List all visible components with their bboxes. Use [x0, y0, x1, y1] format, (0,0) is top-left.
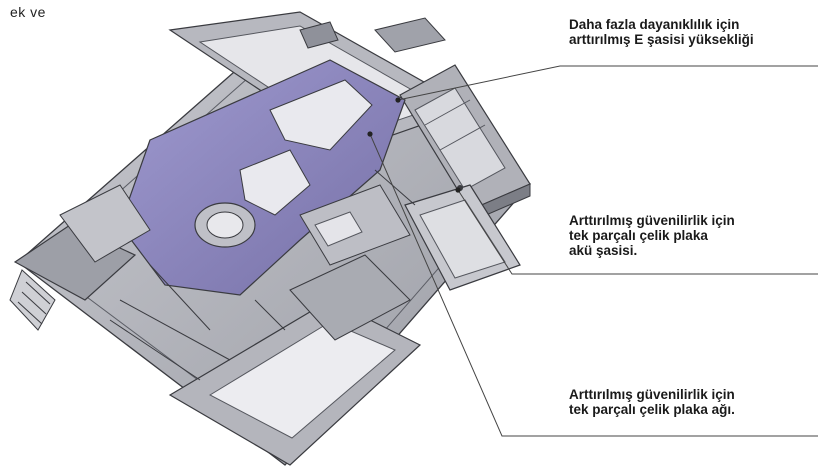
corner-text: ek ve — [10, 4, 46, 20]
leader-dots — [367, 97, 461, 193]
callout-line: arttırılmış E şasisi yüksekliği — [569, 32, 754, 47]
cross-members — [109, 169, 416, 381]
leader-line-web-plate — [369, 133, 818, 437]
leader-lines — [369, 65, 818, 437]
callout-line: tek parçalı çelik plaka — [569, 228, 708, 243]
left-step-assembly — [9, 184, 151, 331]
callout-line: tek parçalı çelik plaka ağı. — [569, 402, 735, 417]
callout-line: Arttırılmış güvenilirlik için — [569, 213, 735, 228]
front-lower-frame — [168, 184, 422, 466]
battery-chassis — [404, 184, 521, 291]
callout-web-plate: Arttırılmış güvenilirlik için tek parçal… — [569, 387, 735, 417]
central-web-plate — [119, 59, 406, 296]
callout-battery-chassis: Arttırılmış güvenilirlik için tek parçal… — [569, 213, 735, 258]
leader-line-battery-chassis — [457, 189, 818, 275]
callout-line: Arttırılmış güvenilirlik için — [569, 387, 735, 402]
leader-line-e-chassis — [397, 65, 818, 101]
callout-line: Daha fazla dayanıklılık için — [569, 17, 740, 32]
callout-e-chassis: Daha fazla dayanıklılık için arttırılmış… — [569, 17, 754, 47]
callout-line: akü şasisi. — [569, 243, 638, 258]
